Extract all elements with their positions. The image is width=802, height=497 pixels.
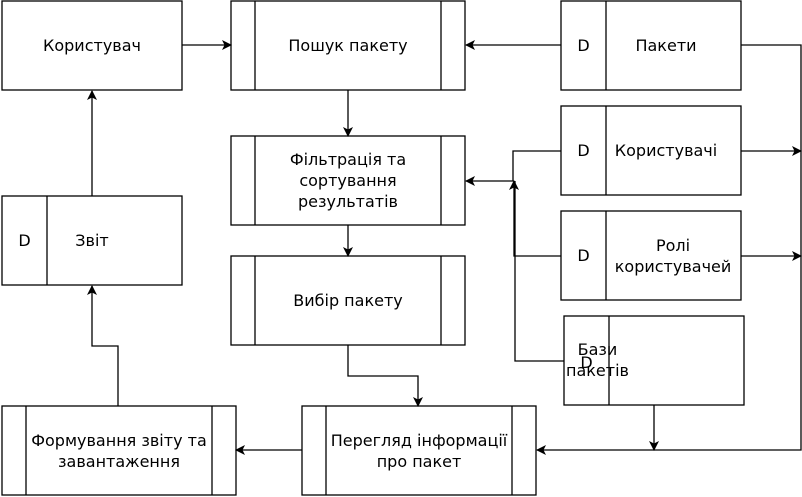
user-entity-box (1, 0, 183, 91)
select-process-box (230, 255, 466, 346)
view-process-label: Перегляд інформації про пакет (330, 430, 508, 471)
report-store-id: D (18, 231, 31, 250)
bases-store-id: D (580, 353, 593, 372)
edge-select-to-view (347, 345, 423, 407)
users-store-label: Користувачі (614, 141, 718, 160)
select-process-label: Вибір пакету (293, 291, 403, 310)
packages-store-box (560, 0, 742, 91)
report-gen-process-label: Формування звіту та завантаження (31, 430, 207, 471)
users-store-id: D (577, 141, 590, 160)
view-process-box (301, 405, 537, 496)
report-gen-process-box (1, 405, 237, 496)
edge-report-gen-to-report (87, 285, 119, 406)
edge-users-to-filter (465, 150, 561, 186)
edge-bases-to-filter (514, 181, 564, 362)
roles-store-box (560, 210, 742, 301)
filter-process-label: Фільтрація та сортування результатів (289, 150, 407, 211)
packages-store-label: Пакети (635, 36, 697, 55)
edge-roles-to-filter (509, 180, 561, 257)
roles-store-label: Ролі користувачей (614, 235, 732, 276)
filter-process-box (230, 135, 466, 226)
search-process-box (230, 0, 466, 91)
roles-store-id: D (577, 246, 590, 265)
bases-store-box (563, 315, 745, 406)
report-store-box (1, 195, 183, 286)
edge-packages-to-view (536, 44, 802, 455)
bases-store-label: Бази пакетів (566, 340, 629, 380)
search-process-label: Пошук пакету (288, 36, 408, 55)
packages-store-id: D (577, 36, 590, 55)
report-store-label: Звіт (75, 231, 109, 250)
user-entity-label: Користувач (43, 36, 141, 55)
